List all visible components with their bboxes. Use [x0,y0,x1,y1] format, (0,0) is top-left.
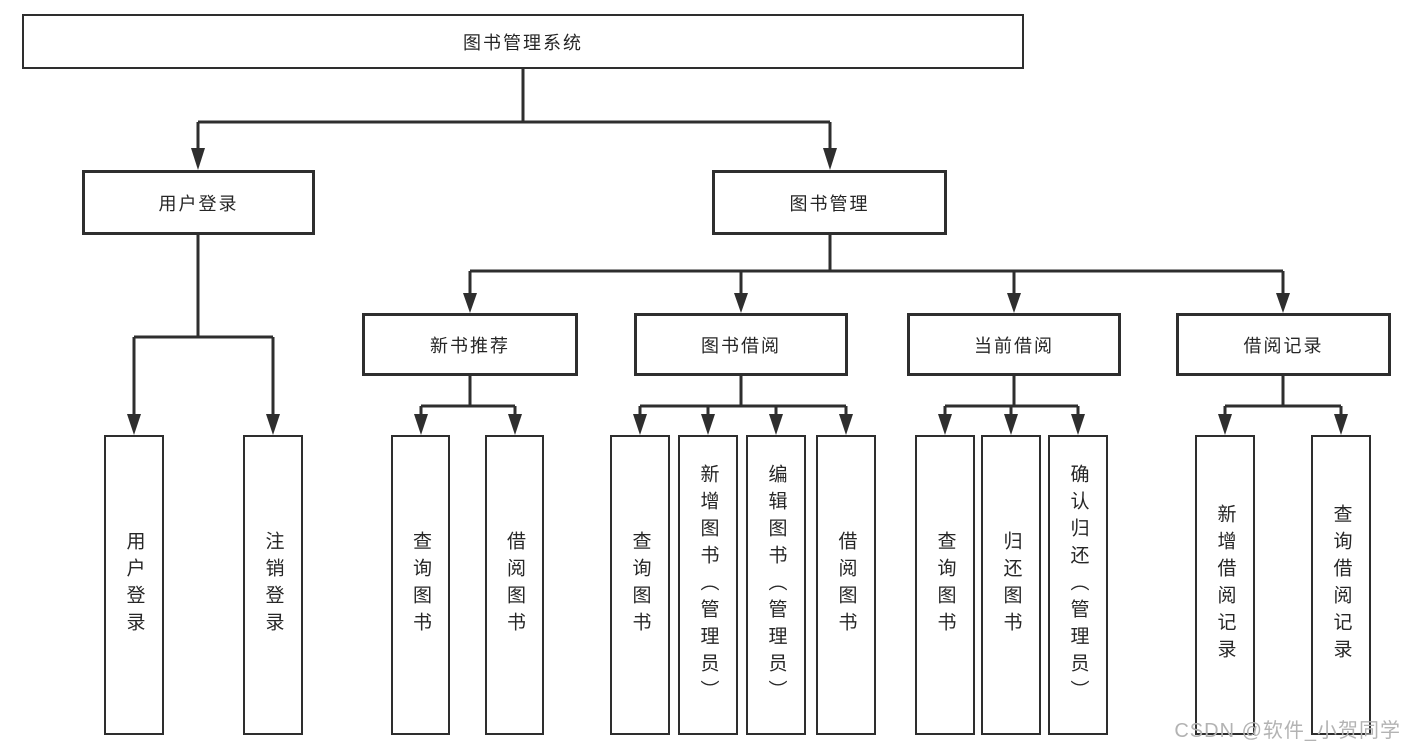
node-section-book-borrow: 图书借阅 [634,313,848,376]
node-root: 图书管理系统 [22,14,1024,69]
leaf-borrow-add-book-admin: 新增图书（管理员） [678,435,738,735]
node-user-login-branch: 用户登录 [82,170,315,235]
leaf-current-return-book: 归还图书 [981,435,1041,735]
leaf-borrow-edit-book-admin: 编辑图书（管理员） [746,435,806,735]
watermark-text: CSDN @软件_小贺同学 [1174,720,1401,742]
leaf-logout: 注销登录 [243,435,303,735]
leaf-records-query-record: 查询借阅记录 [1311,435,1371,735]
leaf-user-login: 用户登录 [104,435,164,735]
leaf-records-add-record: 新增借阅记录 [1195,435,1255,735]
leaf-current-confirm-return-admin: 确认归还（管理员） [1048,435,1108,735]
node-book-mgmt-branch: 图书管理 [712,170,947,235]
leaf-borrow-query-book: 查询图书 [610,435,670,735]
node-section-borrow-records: 借阅记录 [1176,313,1391,376]
leaf-recommend-query-book: 查询图书 [391,435,450,735]
leaf-current-query-book: 查询图书 [915,435,975,735]
leaf-borrow-borrow-book: 借阅图书 [816,435,876,735]
node-section-new-book-recommend: 新书推荐 [362,313,578,376]
leaf-recommend-borrow-book: 借阅图书 [485,435,544,735]
node-section-current-borrow: 当前借阅 [907,313,1121,376]
arrowhead-icons [127,148,1348,435]
